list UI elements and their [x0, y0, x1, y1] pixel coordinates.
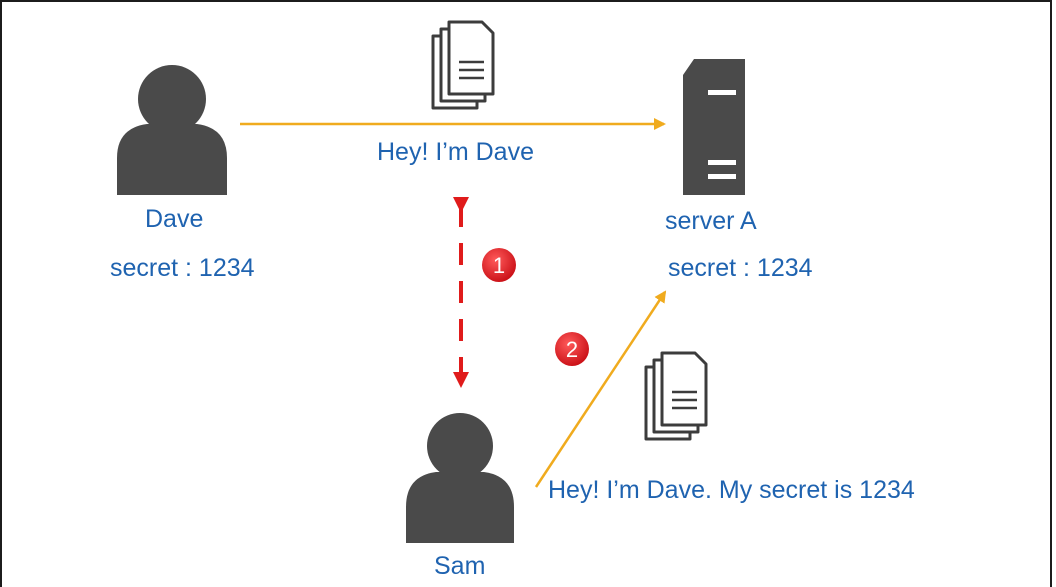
dave-secret-label: secret : 1234 [110, 254, 255, 282]
dave-person-icon [117, 65, 227, 195]
message-2-label: Hey! I’m Dave. My secret is 1234 [548, 476, 915, 504]
step-1-badge: 1 [482, 248, 516, 282]
server-icon [683, 59, 745, 195]
sam-name-label: Sam [434, 552, 486, 580]
step-2-badge: 2 [555, 332, 589, 366]
svg-text:2: 2 [566, 337, 578, 362]
document-icon [431, 20, 495, 110]
server-secret-label: secret : 1234 [668, 254, 813, 282]
dave-name-label: Dave [145, 205, 204, 233]
server-name-label: server A [665, 207, 757, 235]
document-icon [644, 351, 708, 441]
sam-to-server-arrow [534, 290, 667, 488]
svg-text:1: 1 [493, 253, 505, 278]
message-1-label: Hey! I’m Dave [377, 138, 534, 166]
sam-person-icon [406, 413, 514, 543]
